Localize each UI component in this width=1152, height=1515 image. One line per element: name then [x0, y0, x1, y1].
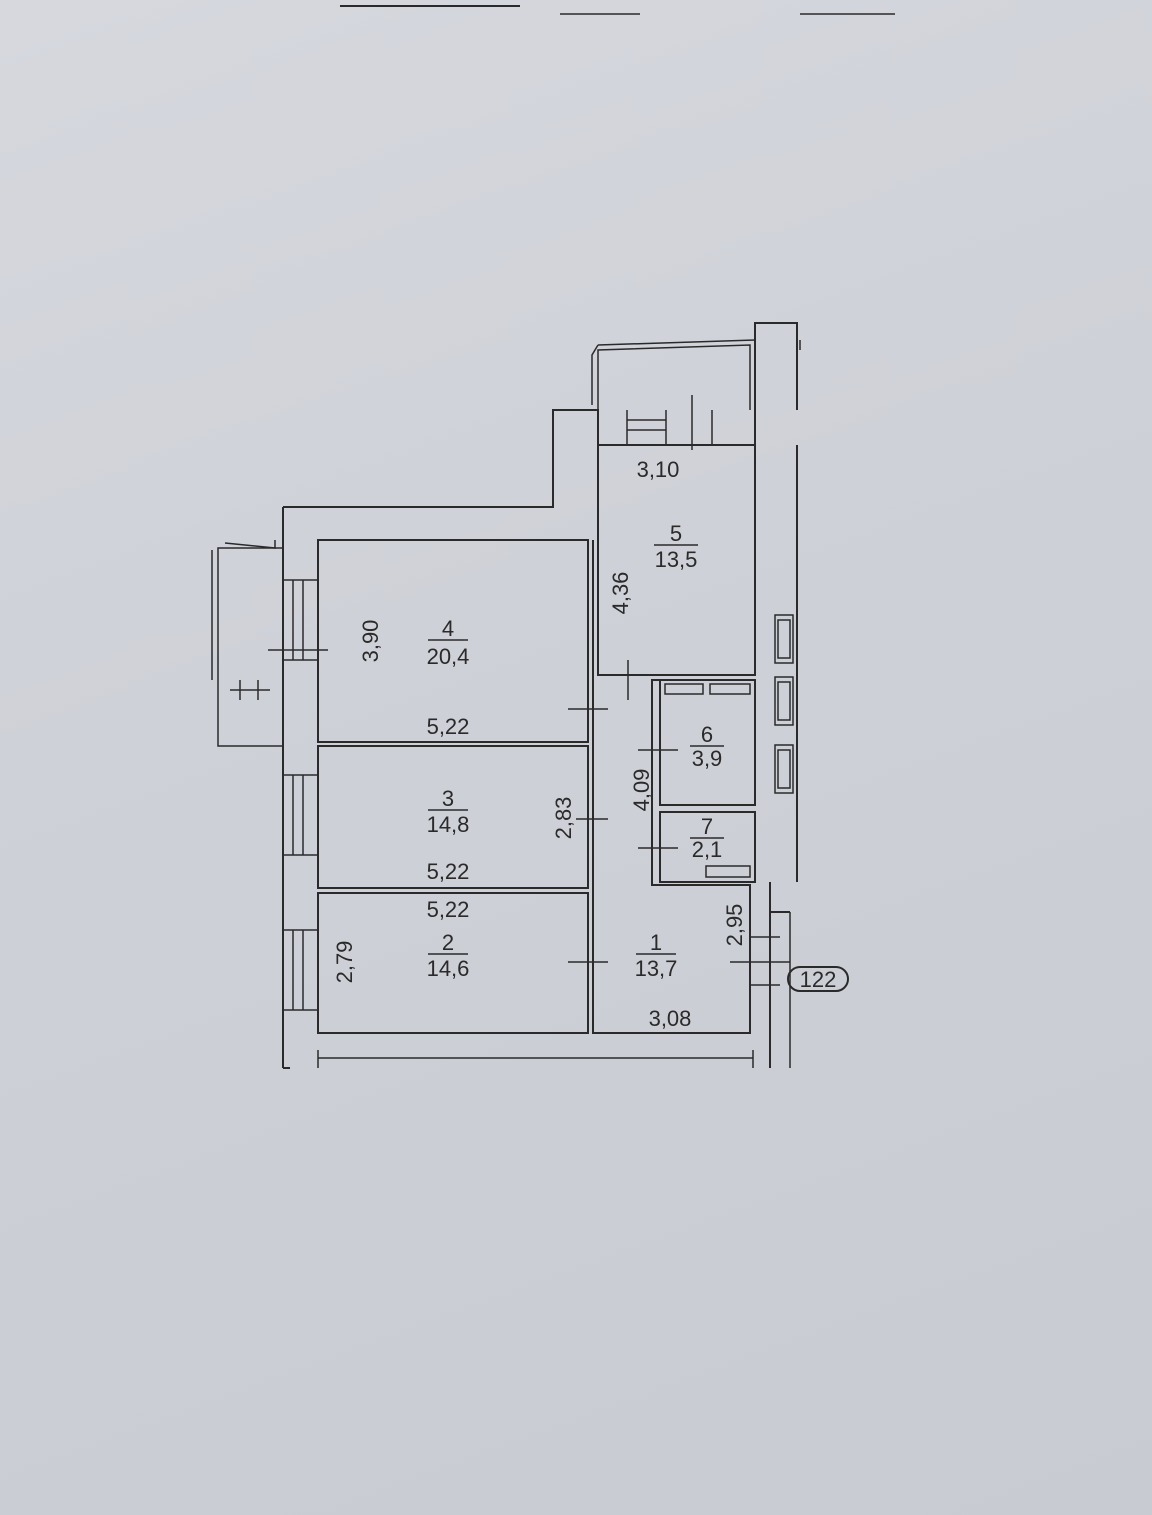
dim-room1-height: 2,95 — [722, 904, 747, 947]
sanitary-fixtures — [664, 683, 751, 878]
room-2-outline — [317, 892, 589, 1034]
room-7-number: 7 — [701, 814, 713, 839]
room-1-label: 1 13,7 — [635, 930, 678, 981]
dim-room5-width: 3,10 — [637, 457, 680, 482]
dim-room3-height: 2,83 — [551, 797, 576, 840]
room-2-label: 2 14,6 — [427, 930, 470, 981]
room-2-number: 2 — [442, 930, 454, 955]
room-5-number: 5 — [670, 521, 682, 546]
dim-room6-7-height: 4,09 — [629, 769, 654, 812]
room-2-area: 14,6 — [427, 956, 470, 981]
room-5-label: 5 13,5 — [654, 521, 698, 572]
room-4-number: 4 — [442, 616, 454, 641]
room-3-label: 3 14,8 — [427, 786, 470, 837]
room-7-outline — [659, 811, 756, 883]
room-7-area: 2,1 — [692, 837, 723, 862]
header-remnant — [340, 5, 895, 15]
room-4-area: 20,4 — [427, 644, 470, 669]
outer-walls — [282, 322, 798, 1069]
door-marks — [568, 660, 790, 986]
room-7-label: 7 2,1 — [690, 814, 724, 862]
stair-mark-number: 122 — [800, 967, 837, 992]
dim-room3-width: 5,22 — [427, 859, 470, 884]
dim-room2-height: 2,79 — [332, 941, 357, 984]
right-ducts — [774, 614, 794, 794]
room-4-label: 4 20,4 — [427, 616, 470, 669]
dim-room4-height: 3,90 — [358, 620, 383, 663]
upper-balcony — [591, 339, 801, 450]
room-1-area: 13,7 — [635, 956, 678, 981]
room-6-number: 6 — [701, 722, 713, 747]
room-3-area: 14,8 — [427, 812, 470, 837]
room-6-outline — [659, 679, 756, 806]
dim-room4-width: 5,22 — [427, 714, 470, 739]
room-4-outline — [317, 539, 589, 743]
room-3-number: 3 — [442, 786, 454, 811]
room-1-number: 1 — [650, 930, 662, 955]
dim-room2-width: 5,22 — [427, 897, 470, 922]
room-1-outline — [592, 540, 755, 1034]
dim-room5-height: 4,36 — [608, 572, 633, 615]
room-5-outline — [597, 444, 756, 676]
left-balcony — [211, 540, 283, 747]
room-6-area: 3,9 — [692, 746, 723, 771]
room-5-area: 13,5 — [655, 547, 698, 572]
room-3-outline — [317, 745, 589, 889]
stair-mark: 122 — [787, 966, 849, 992]
dim-room1-width: 3,08 — [649, 1006, 692, 1031]
room-6-label: 6 3,9 — [690, 722, 724, 771]
